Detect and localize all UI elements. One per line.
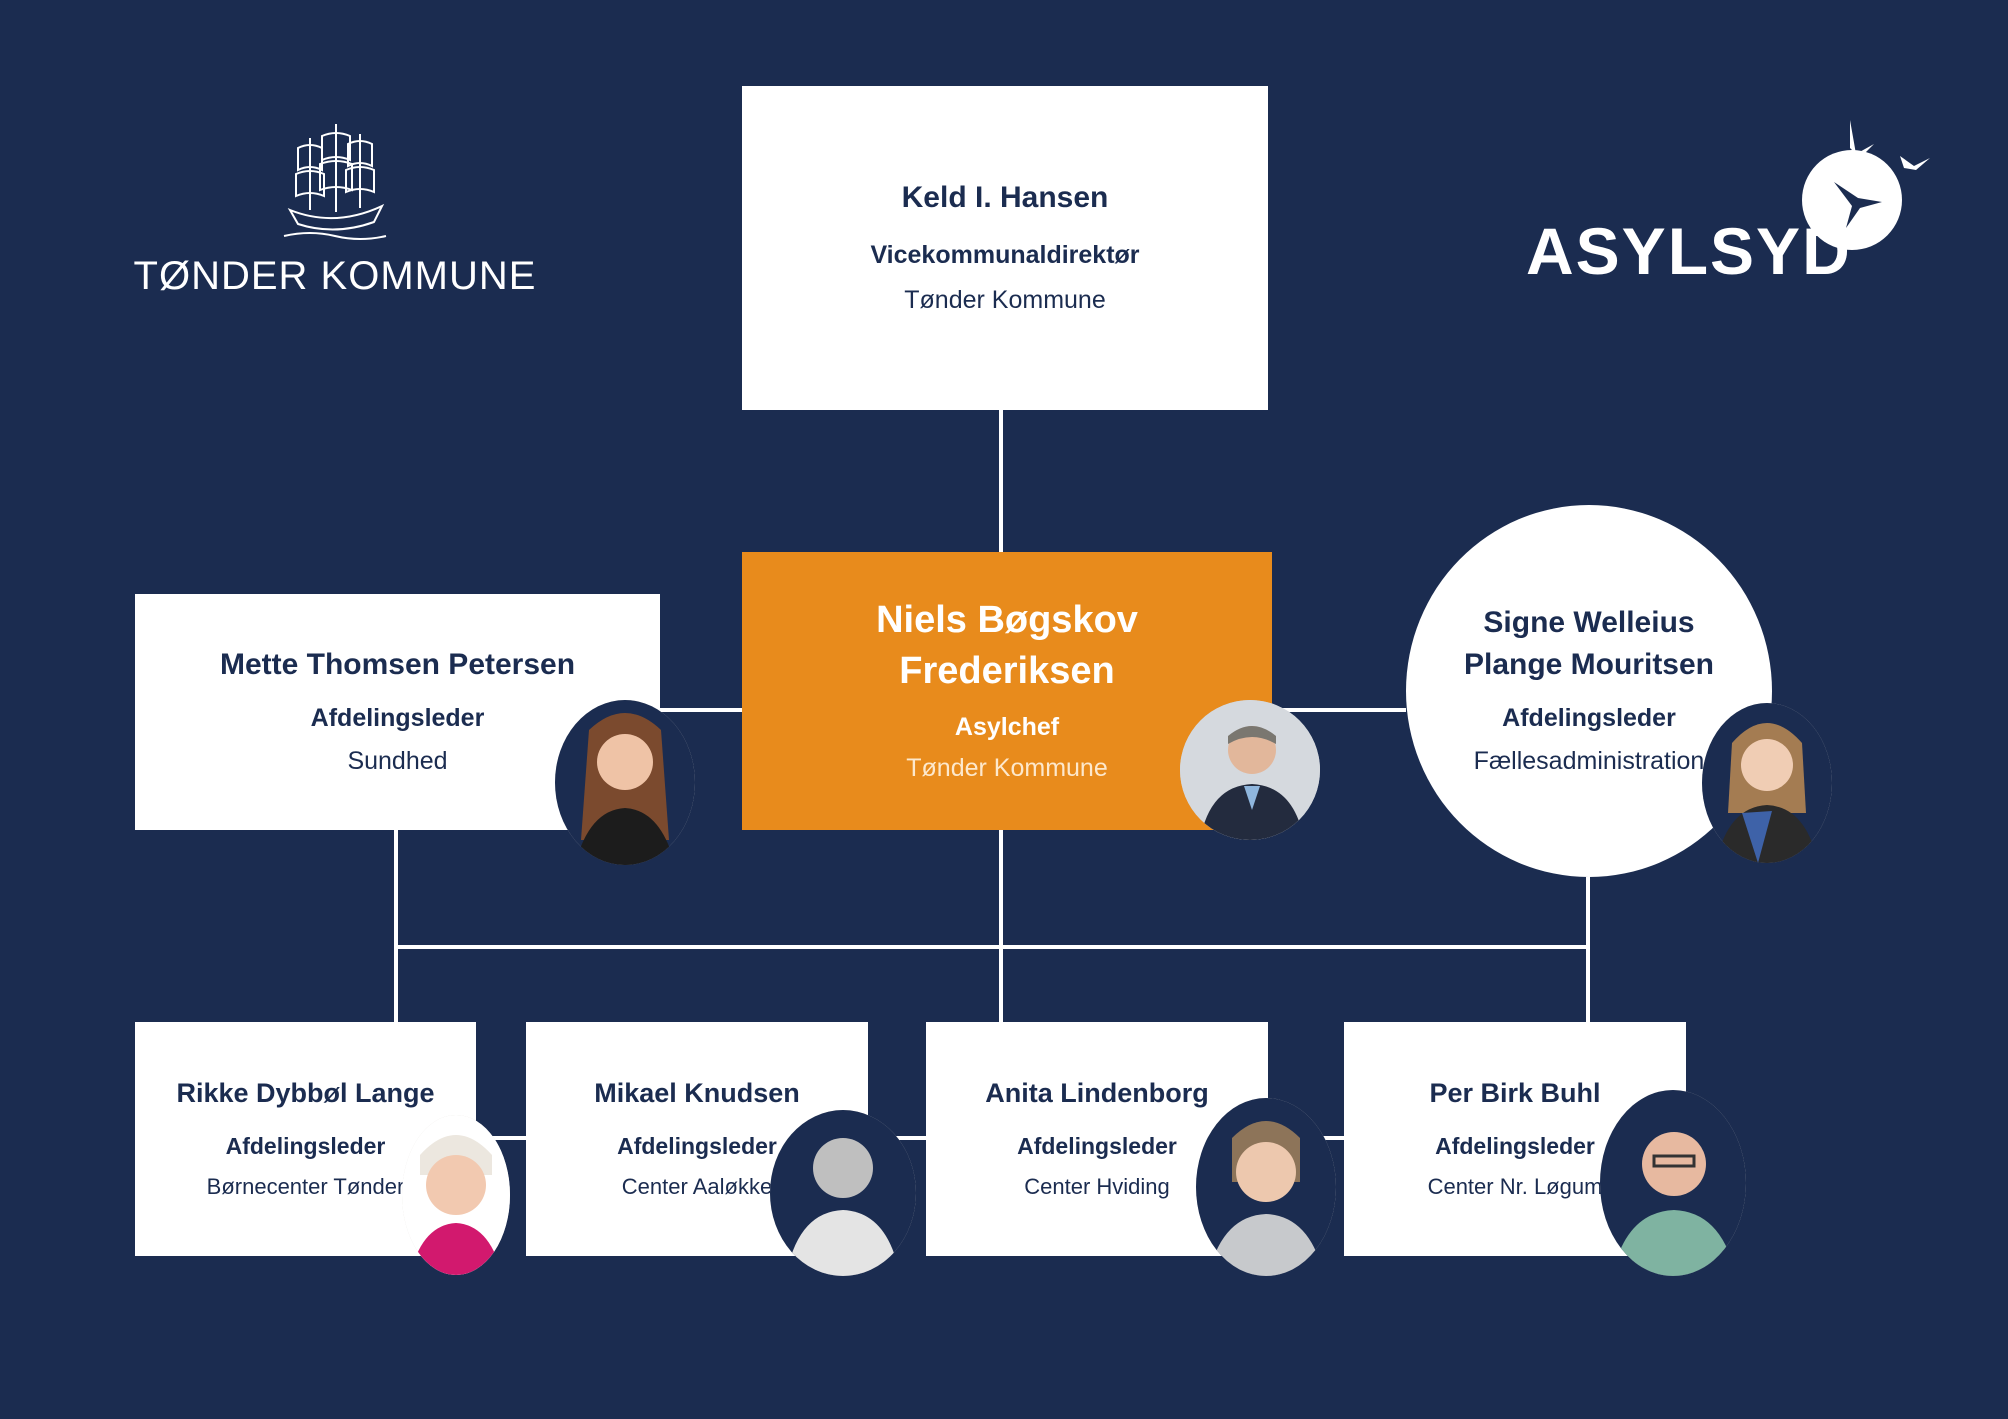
tonder-kommune-wordmark: TØNDER KOMMUNE bbox=[133, 254, 537, 298]
node-org: Tønder Kommune bbox=[906, 754, 1108, 782]
node-role: Afdelingsleder bbox=[310, 704, 485, 732]
node-role: Asylchef bbox=[954, 713, 1060, 741]
node-org: Fællesadministration bbox=[1473, 747, 1705, 775]
node-name-line2: Frederiksen bbox=[899, 650, 1115, 692]
node-name-line1: Niels Bøgskov bbox=[876, 599, 1138, 641]
connector-center-right bbox=[1272, 708, 1406, 712]
node-name-line1: Signe Welleius bbox=[1483, 606, 1695, 639]
node-name: Per Birk Buhl bbox=[1429, 1078, 1601, 1108]
node-org: Tønder Kommune bbox=[904, 286, 1106, 314]
node-vicekommunaldirektor: Keld I. Hansen Vicekommunaldirektør Tønd… bbox=[742, 86, 1268, 410]
node-role: Afdelingsleder bbox=[617, 1133, 777, 1159]
birds-sun-icon bbox=[1802, 120, 1930, 250]
node-name: Mikael Knudsen bbox=[594, 1078, 800, 1108]
connector-right-down bbox=[1586, 877, 1590, 1022]
avatar-asylchef bbox=[1180, 700, 1320, 840]
avatar-center-nr-logum bbox=[1600, 1090, 1746, 1276]
node-name: Mette Thomsen Petersen bbox=[219, 648, 576, 681]
node-name-line2: Plange Mouritsen bbox=[1463, 648, 1715, 681]
node-name: Anita Lindenborg bbox=[985, 1078, 1209, 1108]
node-name: Keld I. Hansen bbox=[901, 181, 1109, 214]
connector-center-left bbox=[660, 708, 742, 712]
connector-top-center bbox=[999, 410, 1003, 552]
connector-left-down bbox=[394, 830, 398, 1022]
connector-horizontal-bus bbox=[394, 945, 1590, 949]
node-org: Center Hviding bbox=[1024, 1174, 1170, 1199]
node-role: Afdelingsleder bbox=[225, 1133, 386, 1159]
asylsyd-wordmark: ASYLSYD bbox=[1526, 214, 1852, 288]
node-role: Vicekommunaldirektør bbox=[870, 241, 1140, 269]
avatar-center-hviding bbox=[1196, 1098, 1336, 1276]
node-org: Center Nr. Løgum bbox=[1427, 1174, 1603, 1199]
tonder-kommune-logo: TØNDER KOMMUNE bbox=[130, 118, 540, 299]
avatar-faellesadministration bbox=[1702, 703, 1832, 863]
connector-center-down bbox=[999, 830, 1003, 1022]
avatar-sundhed bbox=[555, 700, 695, 865]
node-asylchef: Niels Bøgskov Frederiksen Asylchef Tønde… bbox=[742, 552, 1272, 830]
node-role: Afdelingsleder bbox=[1502, 704, 1676, 732]
avatar-bornecenter-tonder bbox=[402, 1115, 510, 1275]
node-org: Center Aaløkke bbox=[621, 1174, 773, 1199]
node-role: Afdelingsleder bbox=[1017, 1133, 1177, 1159]
node-org: Sundhed bbox=[347, 747, 448, 775]
node-org: Børnecenter Tønder bbox=[206, 1174, 405, 1199]
ship-icon bbox=[283, 124, 387, 240]
avatar-center-aalokke bbox=[770, 1110, 916, 1276]
node-name: Rikke Dybbøl Lange bbox=[176, 1078, 435, 1108]
node-role: Afdelingsleder bbox=[1435, 1133, 1595, 1159]
asylsyd-logo: ASYLSYD bbox=[1520, 118, 1940, 288]
